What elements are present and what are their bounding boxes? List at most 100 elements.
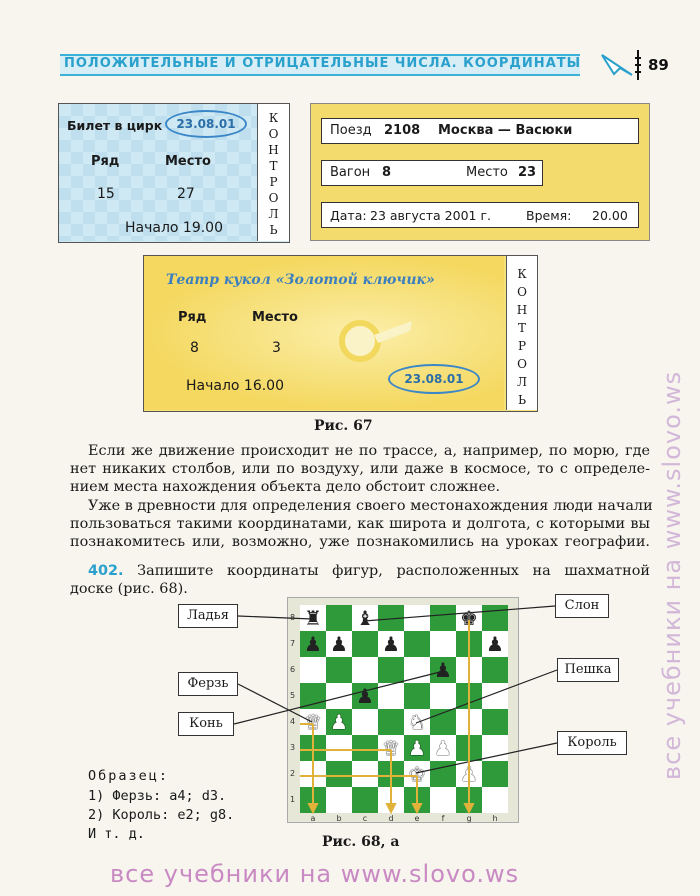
rank-label: 2 [290, 769, 296, 778]
rank-label: 1 [290, 795, 296, 804]
pawn-b7: ♟ [330, 632, 348, 656]
file-label: f [441, 814, 445, 823]
rank-label: 5 [290, 691, 296, 700]
file-label: c [362, 814, 368, 823]
board-square [378, 657, 404, 683]
theater-ticket: Театр кукол «Золотой ключик» Ряд Место 8… [143, 255, 538, 412]
circus-row-label: Ряд [91, 154, 120, 169]
rank-label: 4 [290, 717, 296, 726]
circus-seat-value: 27 [177, 186, 195, 202]
stub-letter: Р [517, 339, 527, 353]
stub-letter: О [268, 191, 279, 205]
file-label: a [310, 814, 316, 823]
label-queen: Ферзь [178, 672, 238, 696]
train-route: Москва — Васюки [438, 123, 573, 138]
car-label: Вагон [330, 165, 371, 180]
board-square [378, 605, 404, 631]
pawn-g2: ♟ [460, 762, 478, 786]
theater-start-time: Начало 16.00 [186, 378, 284, 394]
stub-letter: Ь [517, 393, 527, 407]
board-square [300, 735, 326, 761]
board-square [352, 787, 378, 813]
king-e2: ♚ [408, 762, 426, 786]
board-square [378, 761, 404, 787]
figure-68a-caption: Рис. 68, а [322, 834, 400, 850]
board-square [326, 735, 352, 761]
page-number: 89 [648, 56, 669, 74]
pawn-f6: ♟ [434, 658, 452, 682]
theater-row-value: 8 [190, 340, 199, 356]
board-square [378, 709, 404, 735]
board-square [404, 657, 430, 683]
train-line-2: Вагон 8 Место 23 [321, 160, 543, 186]
sample-line-2: 2) Король: e2; g8. [88, 807, 235, 823]
board-square [404, 605, 430, 631]
board-square [482, 605, 508, 631]
pawn-a7: ♟ [304, 632, 322, 656]
theater-ticket-stub: К О Н Т Р О Л Ь [506, 256, 537, 410]
stub-letter: Л [268, 207, 279, 221]
board-square [300, 657, 326, 683]
train-ticket: Поезд 2108 Москва — Васюки Вагон 8 Место… [310, 103, 650, 241]
board-square [430, 787, 456, 813]
board-square [326, 787, 352, 813]
board-square [430, 605, 456, 631]
header-title: ПОЛОЖИТЕЛЬНЫЕ И ОТРИЦАТЕЛЬНЫЕ ЧИСЛА. КОО… [64, 56, 582, 71]
train-line-3: Дата: 23 августа 2001 г. Время: 20.00 [321, 202, 639, 228]
board-square [430, 709, 456, 735]
stub-letter: Ь [269, 223, 278, 237]
paragraph-line: нет никаких столбов, или по воздуху, или… [70, 461, 650, 477]
task-line: 402. Запишите координаты фигур, располож… [70, 562, 650, 580]
board-square [404, 683, 430, 709]
sample-line-1: 1) Ферзь: a4; d3. [88, 788, 227, 804]
board-square [456, 709, 482, 735]
rook-a8: ♜ [304, 606, 322, 630]
board-square [456, 787, 482, 813]
board-square [378, 631, 404, 657]
stub-letter: О [517, 357, 527, 371]
pointer-arrow-icon [601, 54, 633, 76]
board-square [352, 735, 378, 761]
board-square [404, 787, 430, 813]
rank-label: 8 [290, 613, 296, 622]
board-square [482, 787, 508, 813]
key-graphic [339, 320, 412, 362]
bishop-c8: ♝ [356, 606, 374, 630]
file-label: b [336, 814, 342, 823]
theater-ticket-title: Театр кукол «Золотой ключик» [166, 272, 435, 288]
paragraph-line: Если же движение происходит не по трассе… [88, 443, 650, 459]
date-label: Дата: [330, 208, 367, 223]
paragraph-line: Уже в древности для определения своего м… [88, 498, 653, 514]
rank-label: 3 [290, 743, 296, 752]
file-label: g [466, 814, 472, 823]
board-square [404, 631, 430, 657]
file-label: d [388, 814, 394, 823]
pawn-e3: ♟ [408, 736, 426, 760]
board-square [326, 761, 352, 787]
task-402: 402. Запишите координаты фигур, располож… [70, 562, 650, 598]
theater-seat-label: Место [252, 310, 298, 325]
board-square [456, 657, 482, 683]
stub-letter: К [517, 267, 527, 281]
board-square [482, 709, 508, 735]
paragraph-line: пользоваться такими координатами, как ши… [70, 516, 650, 532]
board-square [482, 657, 508, 683]
theater-seat-value: 3 [272, 340, 281, 356]
board-square [352, 631, 378, 657]
task-number: 402. [88, 563, 124, 579]
paragraph-line: нием места нахождения объекта дело обсто… [70, 479, 501, 495]
paragraph-1: Если же движение происходит не по трассе… [70, 442, 650, 496]
pawn-d7: ♟ [382, 632, 400, 656]
car-number: 8 [382, 165, 392, 180]
watermark-bottom: все учебники на www.slovo.ws [110, 860, 520, 888]
stub-letter: Т [517, 321, 526, 335]
file-label: h [492, 814, 498, 823]
queen-a4: ♛ [304, 710, 322, 734]
board-square [456, 631, 482, 657]
circus-ticket: Билет в цирк 23.08.01 Ряд Место 15 27 На… [58, 103, 290, 243]
board-square [300, 761, 326, 787]
theater-date-stamp: 23.08.01 [388, 364, 480, 394]
train-seat-number: 23 [518, 165, 537, 180]
circus-date-stamp: 23.08.01 [165, 110, 247, 138]
